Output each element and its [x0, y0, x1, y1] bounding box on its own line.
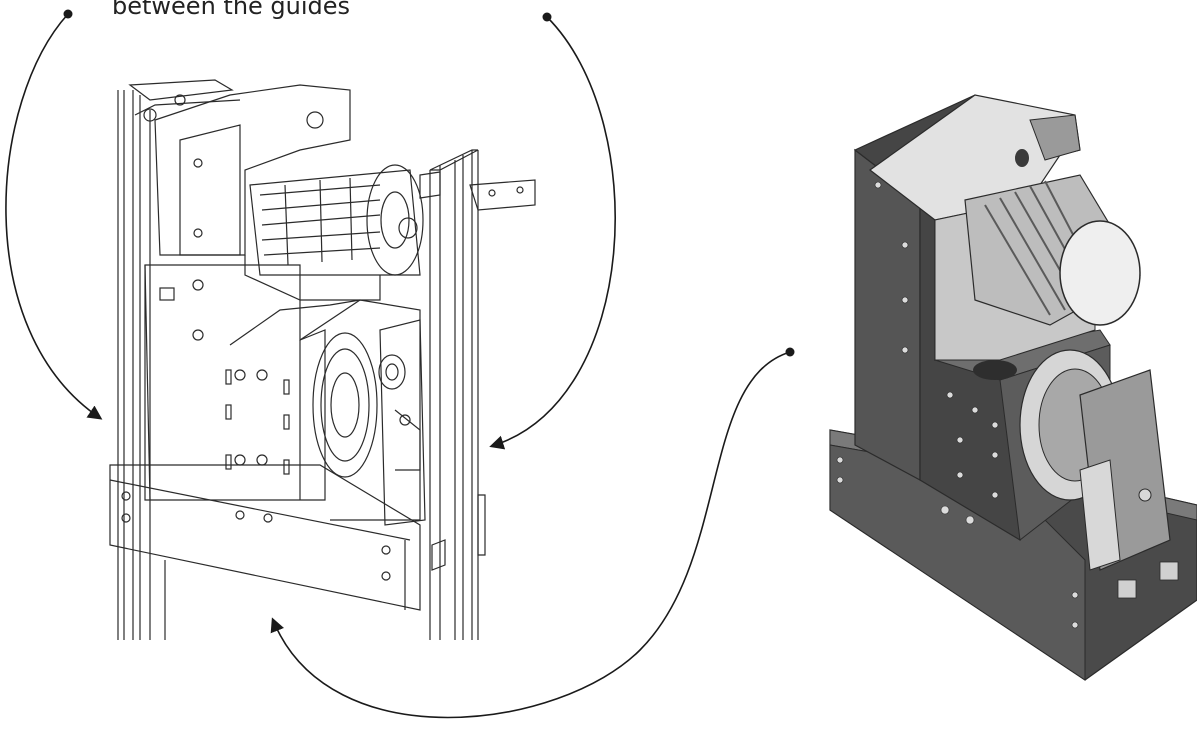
main-side-plate [144, 264, 326, 501]
inner-gear-box [229, 299, 421, 521]
callout-arrow-lower-crossbar [270, 351, 791, 719]
callout-arrows [5, 13, 791, 719]
callout-dot [785, 347, 795, 357]
callout-arrow-right-guide [489, 16, 616, 450]
callout-dot [63, 9, 73, 19]
right-rendered-assembly [829, 94, 1197, 681]
upper-mounting-plate [154, 84, 351, 256]
callout-dots [63, 9, 795, 357]
connector-block [1159, 561, 1179, 581]
left-line-drawing [109, 79, 536, 640]
panel-holes [836, 181, 1079, 629]
top-bracket [128, 79, 241, 122]
callout-dot [542, 12, 552, 22]
rendered-motor [964, 174, 1141, 326]
connector-block [1117, 579, 1137, 599]
callout-arrow-left-guide [5, 13, 103, 420]
left-guide-rail [117, 90, 166, 640]
cross-bracket [419, 171, 536, 211]
caption-text: between the guides [112, 0, 351, 20]
brake-disc [312, 319, 426, 526]
rendered-brake-arm [1079, 369, 1171, 571]
right-guide-rail [429, 149, 479, 640]
motor [244, 164, 424, 301]
lower-crossbar [109, 464, 486, 611]
